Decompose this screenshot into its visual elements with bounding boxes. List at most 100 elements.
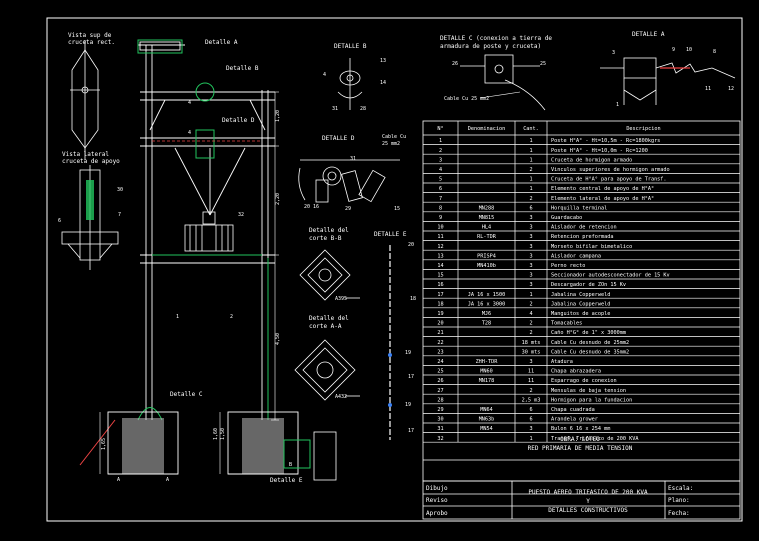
table-cell-denom: JA 16 x 3000 bbox=[468, 301, 505, 307]
table-cell-desc: Chapa abrazadera bbox=[551, 369, 601, 375]
table-cell-num: 5 bbox=[439, 177, 442, 183]
title-main-1: PUESTO AEREO TRIFASICO DE 200 KVA bbox=[528, 489, 648, 496]
callout-15: 15 bbox=[394, 206, 400, 212]
callout-e-19: 19 bbox=[405, 350, 411, 356]
table-cell-num: 13 bbox=[437, 253, 443, 259]
table-cell-denom: MN288 bbox=[479, 205, 495, 211]
callout-8: 8 bbox=[713, 49, 716, 55]
title-block bbox=[422, 480, 741, 520]
foundation-left bbox=[107, 411, 179, 475]
table-cell-desc: Poste H°A° - Ht=10,5m - Rc=1800kgrs bbox=[551, 138, 660, 144]
label-detalle-d: Detalle D bbox=[222, 117, 255, 124]
table-cell-cant: 2,5 m3 bbox=[522, 397, 541, 403]
title-aprobo: Aprobo bbox=[426, 510, 448, 517]
table-cell-cant: 3 bbox=[529, 359, 532, 365]
table-cell-num: 31 bbox=[437, 426, 443, 432]
label-vista-sup-2: cruceta rect. bbox=[68, 39, 115, 46]
table-cell-cant: 3 bbox=[529, 215, 532, 221]
callout-4c: 4 bbox=[323, 72, 326, 78]
label-corte-bb: Detalle del bbox=[309, 227, 349, 234]
table-cell-denom: ZHH-TDR bbox=[476, 359, 499, 365]
table-cell-num: 20 bbox=[437, 321, 443, 327]
table-cell-denom: T28 bbox=[482, 321, 491, 327]
table-cell-desc: Perno recto bbox=[551, 263, 585, 269]
table-cell-denom: MN63b bbox=[479, 417, 495, 423]
label-corte-aa-2: corte A-A bbox=[309, 323, 342, 330]
table-cell-desc: Esparrago de conexion bbox=[551, 378, 617, 384]
table-cell-num: 25 bbox=[437, 369, 443, 375]
table-cell-cant: 1 bbox=[529, 177, 532, 183]
table-cell-denom: MN178 bbox=[479, 378, 495, 384]
label-corte-bb-2: corte B-B bbox=[309, 235, 342, 242]
callout-26: 26 bbox=[452, 61, 458, 67]
table-cell-denom: MN815 bbox=[479, 215, 495, 221]
table-cell-num: 4 bbox=[439, 167, 442, 173]
title-detalle-b: DETALLE B bbox=[334, 43, 367, 50]
table-cell-cant: 3 bbox=[529, 426, 532, 432]
table-cell-cant: 6 bbox=[529, 417, 532, 423]
callout-30: 30 bbox=[117, 187, 123, 193]
table-cell-num: 18 bbox=[437, 301, 443, 307]
table-cell-cant: 1 bbox=[529, 436, 532, 442]
label-corte-aa: Detalle del bbox=[309, 315, 349, 322]
callout-e-17b: 17 bbox=[408, 428, 414, 434]
table-cell-cant: 1 bbox=[529, 292, 532, 298]
table-header-cell: Descripcion bbox=[626, 126, 660, 132]
callout-16: 16 bbox=[313, 204, 319, 210]
table-cell-num: 8 bbox=[439, 205, 442, 211]
table-cell-cant: 2 bbox=[529, 388, 532, 394]
callout-4b: 4 bbox=[188, 130, 191, 136]
table-cell-desc: Cable Cu desnudo de 35mm2 bbox=[551, 349, 629, 355]
table-cell-num: 28 bbox=[437, 397, 443, 403]
callout-31: 31 bbox=[332, 106, 338, 112]
table-cell-desc: Jabalina Copperweld bbox=[551, 292, 610, 298]
table-header-cell: Denominacion bbox=[468, 126, 505, 132]
callout-7: 7 bbox=[118, 212, 121, 218]
table-cell-desc: Elemento lateral de apoyo de H°A° bbox=[551, 196, 654, 202]
table-cell-num: 12 bbox=[437, 244, 443, 250]
label-detalle-e: Detalle E bbox=[270, 477, 303, 484]
callout-a-right: A bbox=[166, 477, 169, 483]
label-cable-cu-d2: 25 mm2 bbox=[382, 141, 400, 147]
table-cell-cant: 6 bbox=[529, 205, 532, 211]
title-main-3: DETALLES CONSTRUCTIVOS bbox=[548, 507, 628, 514]
dim-1-50: 1,50 bbox=[220, 428, 226, 440]
callout-2: 2 bbox=[230, 314, 233, 320]
detalle-c-drawing bbox=[460, 54, 546, 111]
detalle-b-drawing bbox=[337, 58, 363, 110]
table-cell-cant: 2 bbox=[529, 167, 532, 173]
table-cell-cant: 3 bbox=[529, 282, 532, 288]
table-cell-cant: 3 bbox=[529, 263, 532, 269]
dim-1-60: 1,60 bbox=[213, 428, 219, 440]
table-cell-desc: Retencion preformada bbox=[551, 234, 613, 240]
table-cell-desc: Tomacables bbox=[551, 321, 582, 327]
table-cell-num: 30 bbox=[437, 417, 443, 423]
corte-aa-drawing bbox=[294, 339, 360, 401]
table-cell-desc: Bulon 6 16 x 254 mm bbox=[551, 426, 610, 432]
table-cell-num: 1 bbox=[439, 138, 442, 144]
table-cell-cant: 3 bbox=[529, 234, 532, 240]
table-cell-denom: MJ6 bbox=[482, 311, 491, 317]
callout-e-17: 17 bbox=[408, 374, 414, 380]
table-cell-num: 2 bbox=[439, 148, 442, 154]
table-cell-desc: Jabalina Copperweld bbox=[551, 301, 610, 307]
sheet-border bbox=[46, 17, 743, 522]
callout-28: 28 bbox=[360, 106, 366, 112]
leader-cable bbox=[479, 91, 521, 99]
callout-1: 1 bbox=[176, 314, 179, 320]
table-cell-num: 14 bbox=[437, 263, 443, 269]
table-cell-cant: 2 bbox=[529, 196, 532, 202]
table-cell-desc: Cable Cu desnudo de 25mm2 bbox=[551, 340, 629, 346]
table-cell-desc: Chapa cuadrada bbox=[551, 407, 595, 413]
vista-lateral-cruceta bbox=[61, 165, 119, 270]
label-cable-cu-25: Cable Cu 25 mm2 bbox=[444, 96, 489, 102]
title-plano: Plano: bbox=[668, 497, 690, 504]
table-cell-desc: Cruceta de H°A° para apoyo de Transf. bbox=[551, 177, 667, 183]
callout-e-20: 20 bbox=[408, 242, 414, 248]
table-cell-cant: 1 bbox=[529, 157, 532, 163]
table-cell-denom: MN410b bbox=[477, 263, 496, 269]
table-cell-desc: Morseto bifilar bimetalico bbox=[551, 244, 632, 250]
callout-10: 10 bbox=[686, 47, 692, 53]
